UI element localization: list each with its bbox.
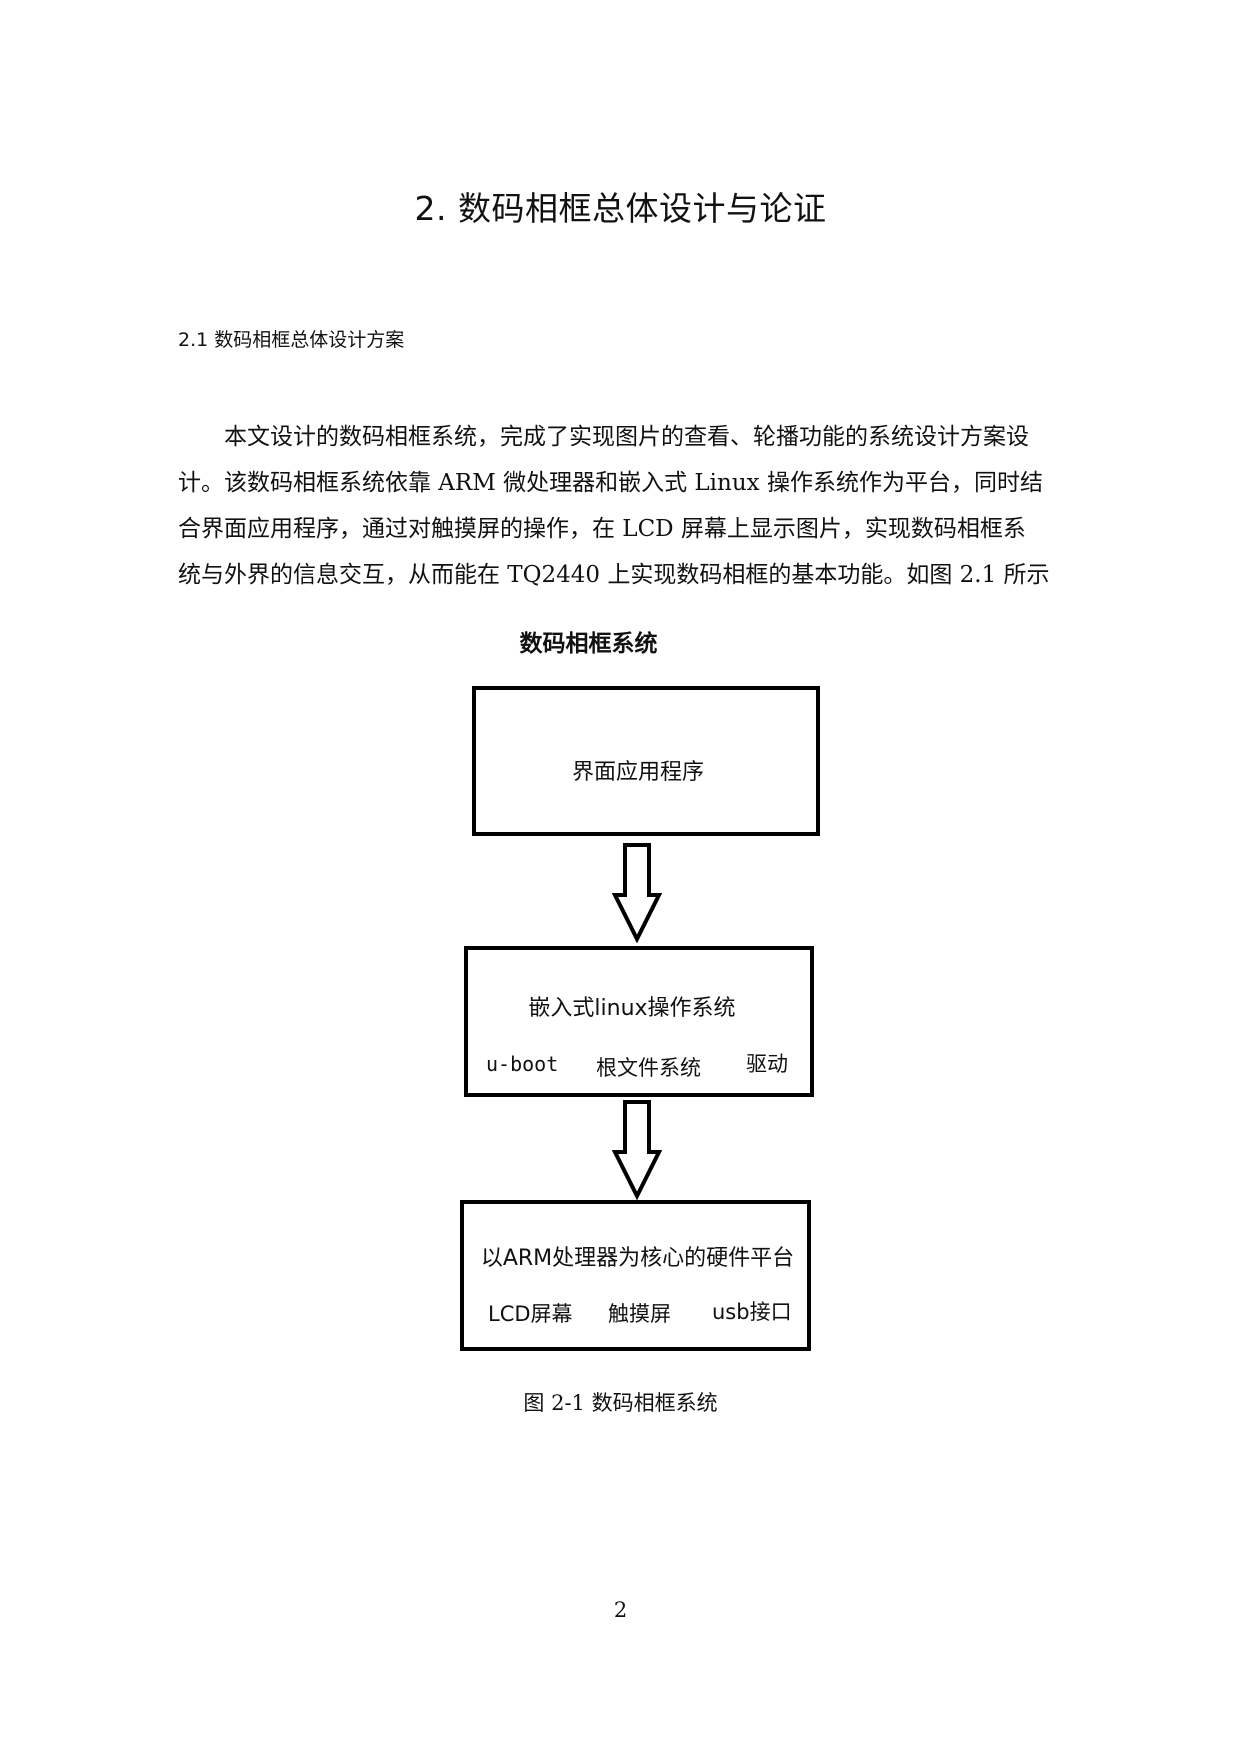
figure-caption: 图 2-1 数码相框系统 — [523, 1391, 718, 1415]
os-layer-title: 嵌入式linux操作系统 — [528, 996, 736, 1021]
hw-item-usb: usb接口 — [712, 1300, 792, 1324]
hw-item-lcd: LCD屏幕 — [488, 1302, 573, 1326]
paragraph-line: 合界面应用程序，通过对触摸屏的操作，在 LCD 屏幕上显示图片，实现数码相框系 — [178, 516, 1026, 542]
paragraph-line: 统与外界的信息交互，从而能在 TQ2440 上实现数码相框的基本功能。如图 2.… — [178, 562, 1050, 588]
hw-item-touchscreen: 触摸屏 — [608, 1302, 671, 1326]
app-layer-box: 界面应用程序 — [472, 686, 820, 836]
figure-heading: 数码相框系统 — [519, 631, 658, 657]
os-item-uboot: u-boot — [486, 1052, 559, 1076]
app-layer-title: 界面应用程序 — [571, 760, 704, 785]
os-item-driver: 驱动 — [746, 1052, 788, 1076]
down-arrow-icon — [612, 1100, 662, 1200]
hardware-layer-title: 以ARM处理器为核心的硬件平台 — [480, 1246, 795, 1271]
page-number: 2 — [613, 1598, 628, 1622]
paragraph-line: 计。该数码相框系统依靠 ARM 微处理器和嵌入式 Linux 操作系统作为平台，… — [178, 470, 1043, 496]
body-paragraph: 本文设计的数码相框系统，完成了实现图片的查看、轮播功能的系统设计方案设 计。该数… — [178, 414, 1086, 598]
chapter-title: 2. 数码相框总体设计与论证 — [414, 189, 827, 229]
os-item-rootfs: 根文件系统 — [596, 1056, 701, 1080]
down-arrow-icon — [612, 843, 662, 943]
section-heading: 2.1 数码相框总体设计方案 — [178, 329, 405, 351]
paragraph-line: 本文设计的数码相框系统，完成了实现图片的查看、轮播功能的系统设计方案设 — [178, 424, 1029, 450]
os-layer-box: 嵌入式linux操作系统 u-boot 根文件系统 驱动 — [464, 946, 814, 1097]
hardware-layer-box: 以ARM处理器为核心的硬件平台 LCD屏幕 触摸屏 usb接口 — [460, 1200, 811, 1351]
